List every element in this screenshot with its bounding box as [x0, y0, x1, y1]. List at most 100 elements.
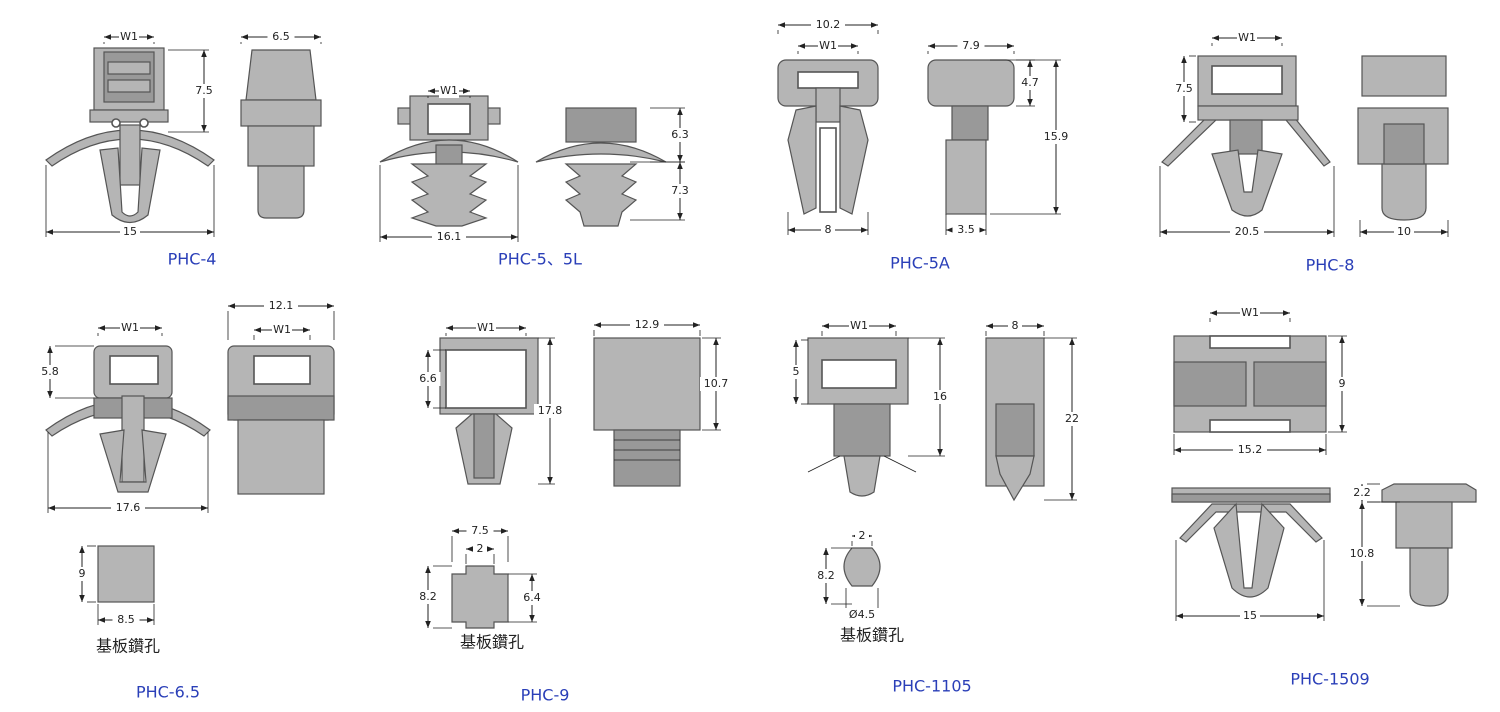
phc1509-head-h-dim: 9: [1328, 335, 1348, 433]
phc4-w1-dim: W1: [103, 30, 155, 44]
phc5a-total-h-dim: 15.9: [990, 59, 1072, 215]
phc8-side-w-value: 10: [1397, 225, 1411, 238]
phc5-foot-h-value: 7.3: [671, 184, 689, 197]
phc-1105-side-view: [985, 337, 1045, 502]
phc1105-side-w-value: 8: [1012, 319, 1019, 332]
phc4-head-h-value: 7.5: [195, 84, 213, 97]
phc1509-span-dim: 15: [1175, 540, 1325, 623]
phc4-head-h-dim: 7.5: [168, 49, 217, 133]
phc65-hole-w-dim: 8.5: [97, 604, 155, 627]
phc4-side-w-value: 6.5: [272, 30, 290, 43]
phc65-side-w-dim: 12.1: [227, 299, 335, 340]
phc9-w1-dim: W1: [445, 321, 527, 336]
phc5a-w1-dim: W1: [797, 39, 859, 54]
phc1105-slot-h-value: 5: [793, 365, 800, 378]
phc65-w1-value: W1: [121, 321, 139, 334]
phc5a-side-w-value: 7.9: [962, 39, 980, 52]
phc5-w1-value: W1: [440, 84, 458, 97]
phc1105-hole-d-value: Ø4.5: [849, 608, 875, 621]
phc9-side-w-value: 12.9: [635, 318, 660, 331]
phc1105-hole-d-dim: Ø4.5: [845, 588, 879, 622]
phc65-w1-dim: W1: [97, 321, 163, 336]
phc1509-total-h-value: 10.8: [1350, 547, 1375, 560]
phc-9-board-hole: [451, 565, 509, 629]
phc1105-hole-notch-dim: 2: [851, 529, 873, 546]
phc1105-side-h-value: 22: [1065, 412, 1079, 425]
phc65-head-h-dim: 5.8: [37, 345, 94, 399]
phc1509-head-w-dim: 15.2: [1173, 434, 1327, 457]
phc8-w1-value: W1: [1238, 31, 1256, 44]
model-label-phc5a: PHC-5A: [890, 254, 950, 273]
phc-1105-board-hole: [843, 547, 881, 587]
phc9-inner-h-dim: 6.6: [415, 349, 446, 409]
phc1105-side-w-dim: 8: [985, 319, 1045, 336]
phc5a-head-h-value: 4.7: [1021, 76, 1039, 89]
phc9-inner-h-value: 6.6: [419, 372, 437, 385]
phc-4-side-view: [240, 49, 322, 219]
phc9-hole-h-value: 8.2: [419, 590, 437, 603]
phc5a-head-w-dim: 10.2: [777, 18, 879, 34]
phc65-hole-w-value: 8.5: [117, 613, 135, 626]
phc-9-side-view: [593, 337, 701, 487]
phc5a-head-w-value: 10.2: [816, 18, 841, 31]
phc1105-slot-h-dim: 5: [790, 339, 808, 405]
model-label-phc4: PHC-4: [168, 250, 217, 269]
phc5a-head-h-dim: 4.7: [1016, 59, 1043, 107]
phc9-hole-inner-h-dim: 6.4: [508, 573, 545, 623]
phc4-side-w-dim: 6.5: [240, 30, 322, 44]
model-label-phc1509: PHC-1509: [1290, 670, 1369, 689]
phc9-hole-h-dim: 8.2: [415, 565, 452, 629]
phc1105-hole-h-dim: 8.2: [813, 547, 852, 605]
phc1105-side-h-dim: 22: [1044, 337, 1081, 501]
phc9-hole-inner-h-value: 6.4: [523, 591, 541, 604]
phc9-w1-value: W1: [477, 321, 495, 334]
phc1105-total-h-dim: 16: [908, 337, 949, 457]
phc9-hole-notch-value: 2: [477, 542, 484, 555]
phc-4-front-view: [45, 47, 215, 224]
model-label-phc9: PHC-9: [521, 686, 570, 705]
phc5a-stem-w-value: 3.5: [957, 223, 975, 236]
phc1509-head-h-value: 9: [1339, 377, 1346, 390]
phc1509-total-h-dim: 10.8: [1346, 501, 1400, 607]
phc5-span-dim: 16.1: [379, 165, 519, 244]
phc-5a-side-view: [927, 59, 1015, 215]
model-label-phc1105: PHC-1105: [892, 677, 971, 696]
phc1509-cap-h-value: 2.2: [1353, 486, 1371, 499]
phc8-head-h-value: 7.5: [1175, 82, 1193, 95]
board-hole-label-phc1105: 基板鑽孔: [840, 626, 904, 645]
phc-6-5-board-hole: [97, 545, 155, 603]
phc1105-hole-h-value: 8.2: [817, 569, 835, 582]
phc9-hole-w-dim: 7.5: [451, 524, 509, 562]
phc9-side-h-value: 10.7: [704, 377, 729, 390]
phc4-span-dim: 15: [45, 165, 215, 239]
phc8-head-h-dim: 7.5: [1171, 55, 1197, 123]
phc-1509-top-view: [1173, 335, 1327, 433]
phc8-span-dim: 20.5: [1159, 166, 1335, 239]
phc5-foot-h-dim: 7.3: [630, 161, 693, 221]
phc1105-hole-notch-value: 2: [859, 529, 866, 542]
phc9-hole-notch-dim: 2: [465, 542, 495, 564]
phc8-span-value: 20.5: [1235, 225, 1260, 238]
phc5a-side-w-dim: 7.9: [927, 39, 1015, 54]
phc1509-span-value: 15: [1243, 609, 1257, 622]
phc-1509-side-view: [1381, 483, 1477, 607]
phc65-side-w1-value: W1: [273, 323, 291, 336]
phc5-head-h-dim: 6.3: [650, 107, 693, 163]
phc65-hole-h-value: 9: [79, 567, 86, 580]
phc9-side-h-dim: 10.7: [700, 337, 732, 431]
phc-5-front-view: [379, 95, 519, 227]
phc65-hole-h-dim: 9: [76, 545, 96, 603]
phc-6-5-side-view: [227, 345, 335, 495]
phc9-side-w-dim: 12.9: [593, 318, 701, 336]
phc5-head-h-value: 6.3: [671, 128, 689, 141]
phc5a-w1-value: W1: [819, 39, 837, 52]
phc5a-foot-w-dim: 8: [787, 212, 869, 237]
phc-6-5-front-view: [45, 345, 211, 493]
phc65-span-value: 17.6: [116, 501, 141, 514]
model-label-phc8: PHC-8: [1306, 256, 1355, 275]
phc1509-w1-value: W1: [1241, 306, 1259, 319]
phc65-head-h-value: 5.8: [41, 365, 59, 378]
